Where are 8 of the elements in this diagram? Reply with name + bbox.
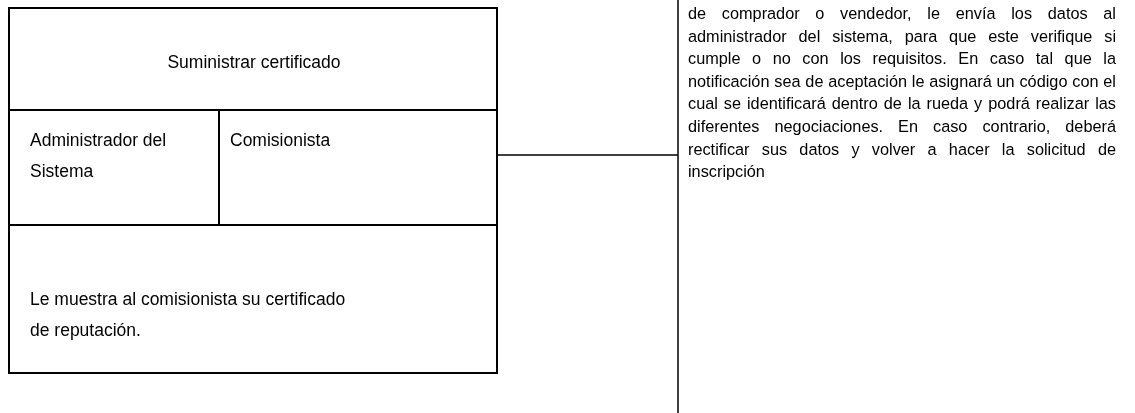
cell-text: Administrador del Sistema (30, 129, 168, 183)
cell-text: Le muestra al comisionista su certificado de reputación. (30, 288, 347, 342)
table-box (8, 7, 498, 374)
table-cell (10, 109, 220, 224)
cell-text: Comisionista (230, 129, 331, 152)
connector-line (497, 154, 679, 156)
table-heading: Suministrar certificado (166, 51, 342, 74)
annotation-text: de comprador o vendedor, le envía los datos al administrador del sistema, para que este verifique si cumple o no con los requisitos. En caso tal que la notificación sea de aceptación le asignará un código con el cual se identificará dentro de la rueda y podrá realizar las diferentes negociaciones. En caso contrario, deberá rectificar sus datos y volver a hacer la solicitud de inscripción (688, 2, 1116, 183)
